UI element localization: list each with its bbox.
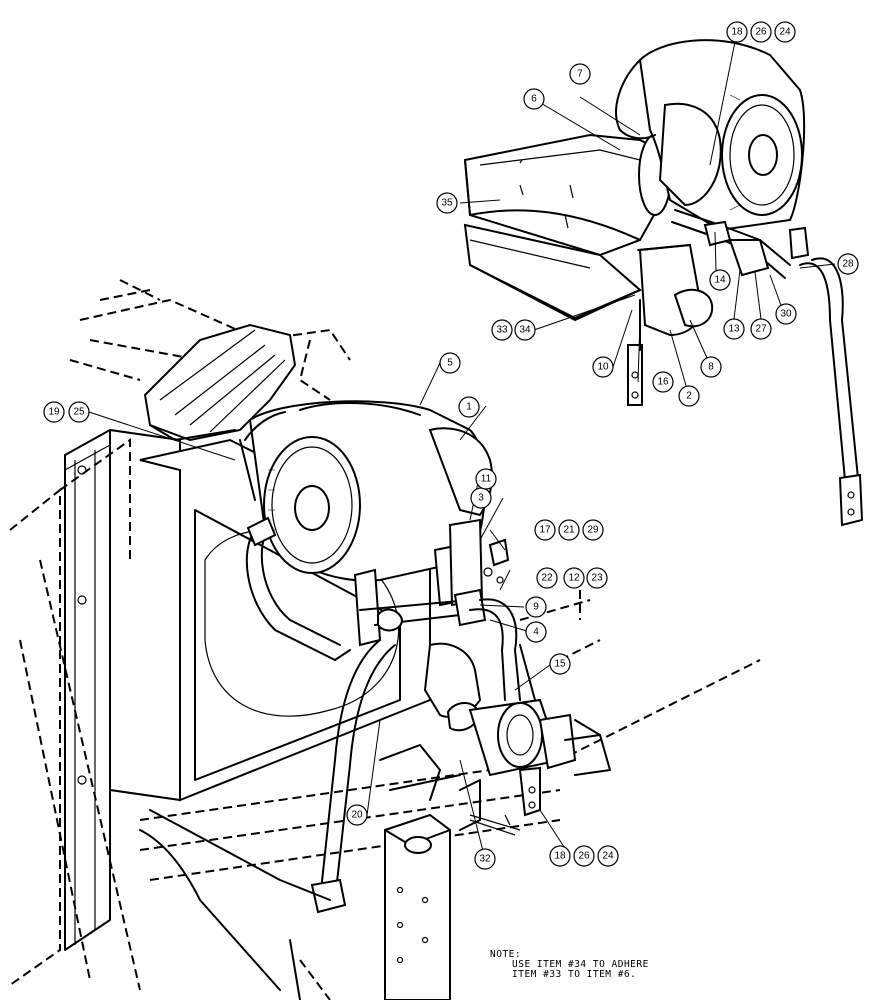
callout-2: 2 xyxy=(678,385,700,407)
svg-text:16: 16 xyxy=(657,377,669,388)
callout-29: 29 xyxy=(582,519,604,541)
svg-text:23: 23 xyxy=(591,573,603,584)
callout-34: 34 xyxy=(514,319,536,341)
callout-10: 10 xyxy=(592,356,614,378)
callout-5: 5 xyxy=(439,352,461,374)
svg-text:13: 13 xyxy=(728,324,740,335)
note-line-1: USE ITEM #34 TO ADHERE xyxy=(512,959,649,970)
callout-30: 30 xyxy=(775,303,797,325)
svg-text:18: 18 xyxy=(554,851,566,862)
callout-33: 33 xyxy=(491,319,513,341)
svg-text:10: 10 xyxy=(597,362,609,373)
svg-text:14: 14 xyxy=(714,275,726,286)
note-heading: NOTE: xyxy=(490,949,522,960)
callout-18-top: 18 xyxy=(726,21,748,43)
svg-text:32: 32 xyxy=(479,854,491,865)
svg-text:34: 34 xyxy=(519,325,531,336)
svg-text:35: 35 xyxy=(441,198,453,209)
callout-23: 23 xyxy=(586,567,608,589)
callout-21: 21 xyxy=(558,519,580,541)
svg-text:29: 29 xyxy=(587,525,599,536)
svg-text:24: 24 xyxy=(602,851,614,862)
svg-text:28: 28 xyxy=(842,259,854,270)
callout-14: 14 xyxy=(709,269,731,291)
callout-13: 13 xyxy=(723,318,745,340)
callout-25: 25 xyxy=(68,401,90,423)
callout-11: 11 xyxy=(475,468,497,490)
callout-22: 22 xyxy=(536,567,558,589)
callout-18-bottom: 18 xyxy=(549,845,571,867)
callout-24-bottom: 24 xyxy=(597,845,619,867)
callout-6: 6 xyxy=(523,88,545,110)
callout-17: 17 xyxy=(534,519,556,541)
callout-7: 7 xyxy=(569,63,591,85)
svg-text:33: 33 xyxy=(496,325,508,336)
svg-text:24: 24 xyxy=(779,27,791,38)
callout-26-top: 26 xyxy=(750,21,772,43)
callout-4: 4 xyxy=(525,621,547,643)
svg-text:27: 27 xyxy=(755,324,767,335)
callouts: 1 2 3 4 5 6 7 8 9 10 11 12 13 14 15 16 1… xyxy=(43,21,859,870)
svg-text:4: 4 xyxy=(533,627,539,638)
svg-text:20: 20 xyxy=(351,810,363,821)
svg-text:30: 30 xyxy=(780,309,792,320)
svg-text:8: 8 xyxy=(708,362,714,373)
exploded-assembly xyxy=(463,39,864,527)
callout-35: 35 xyxy=(436,192,458,214)
callout-3: 3 xyxy=(470,487,492,509)
callout-19: 19 xyxy=(43,401,65,423)
callout-27: 27 xyxy=(750,318,772,340)
svg-text:17: 17 xyxy=(539,525,551,536)
svg-text:3: 3 xyxy=(478,493,484,504)
svg-text:25: 25 xyxy=(73,407,85,418)
svg-text:26: 26 xyxy=(755,27,767,38)
callout-12: 12 xyxy=(563,567,585,589)
callout-9: 9 xyxy=(525,596,547,618)
callout-26-bottom: 26 xyxy=(573,845,595,867)
svg-text:5: 5 xyxy=(447,358,453,369)
callout-32: 32 xyxy=(474,848,496,870)
callout-15: 15 xyxy=(549,653,571,675)
svg-text:9: 9 xyxy=(533,602,539,613)
svg-text:1: 1 xyxy=(466,402,472,413)
callout-16: 16 xyxy=(652,371,674,393)
svg-text:7: 7 xyxy=(577,69,583,80)
callout-1: 1 xyxy=(458,396,480,418)
callout-28: 28 xyxy=(837,253,859,275)
callout-20: 20 xyxy=(346,804,368,826)
svg-text:22: 22 xyxy=(541,573,553,584)
svg-text:21: 21 xyxy=(563,525,575,536)
svg-text:6: 6 xyxy=(531,94,537,105)
svg-text:18: 18 xyxy=(731,27,743,38)
svg-text:15: 15 xyxy=(554,659,566,670)
svg-text:11: 11 xyxy=(481,474,492,485)
callout-24-top: 24 xyxy=(774,21,796,43)
callout-8: 8 xyxy=(700,356,722,378)
svg-text:19: 19 xyxy=(48,407,60,418)
note-line-2: ITEM #33 TO ITEM #6. xyxy=(512,969,637,980)
svg-text:12: 12 xyxy=(568,573,580,584)
svg-text:26: 26 xyxy=(578,851,590,862)
svg-text:2: 2 xyxy=(686,391,692,402)
main-assembly xyxy=(9,279,761,1000)
